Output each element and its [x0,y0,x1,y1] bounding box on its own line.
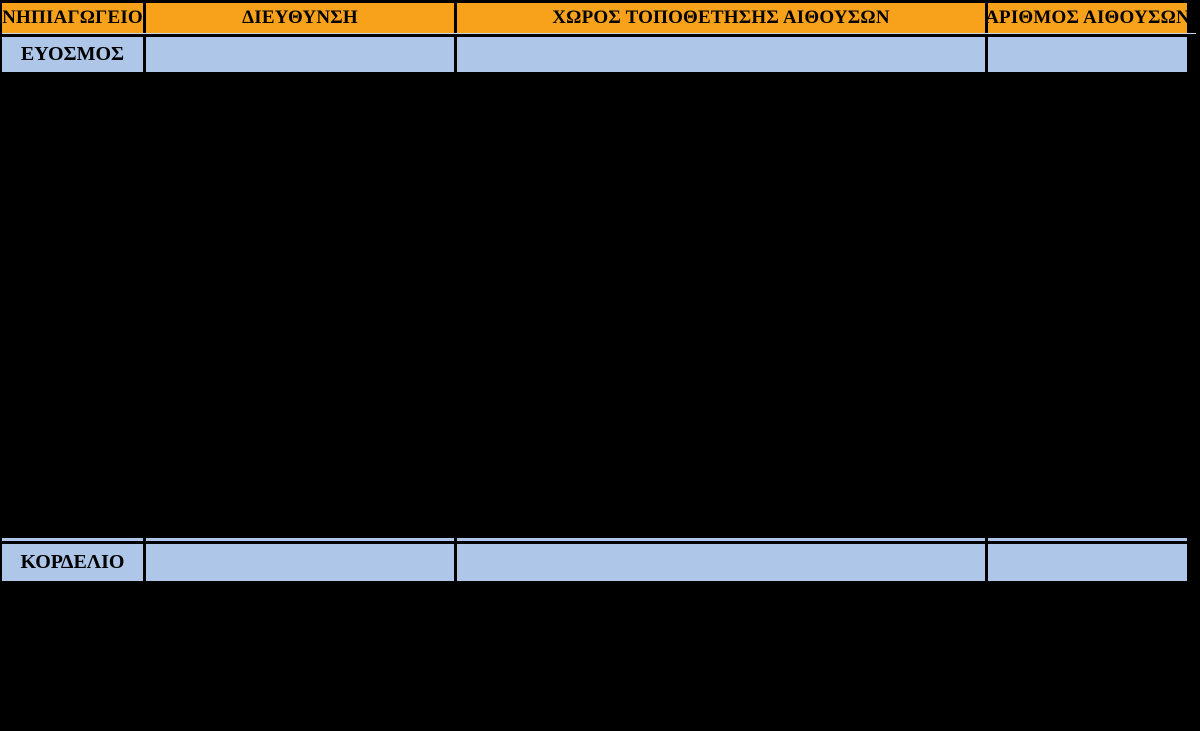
header-cell-address: ΔΙΕΥΘΥΝΣΗ [143,3,454,33]
row-kordelio-cell-placement [454,544,985,581]
partial-strip-cell [985,538,1187,541]
table-row-evosmos: ΕΥΟΣΜΟΣ [0,37,1200,72]
partial-strip-cell [143,538,454,541]
partial-strip-cell [2,538,143,541]
header-cell-classroom-count: ΑΡΙΘΜΟΣ ΑΙΘΟΥΣΩΝ [985,3,1187,33]
row-evosmos-cell-kindergarten: ΕΥΟΣΜΟΣ [2,37,143,72]
row-evosmos-cell-placement [454,37,985,72]
table-header-row: ΝΗΠΙΑΓΩΓΕΙΟ ΔΙΕΥΘΥΝΣΗ ΧΩΡΟΣ ΤΟΠΟΘΕΤΗΣΗΣ … [0,3,1200,33]
partial-row-strip [0,538,1200,541]
row-kordelio-cell-address [143,544,454,581]
table-row-kordelio: ΚΟΡΔΕΛΙΟ [0,544,1200,581]
row-kordelio-cell-kindergarten: ΚΟΡΔΕΛΙΟ [2,544,143,581]
row-kordelio-cell-count [985,544,1187,581]
row-evosmos-cell-count [985,37,1187,72]
header-cell-kindergarten: ΝΗΠΙΑΓΩΓΕΙΟ [2,3,143,33]
partial-strip-cell [454,538,985,541]
row-evosmos-cell-address [143,37,454,72]
header-cell-classroom-placement: ΧΩΡΟΣ ΤΟΠΟΘΕΤΗΣΗΣ ΑΙΘΟΥΣΩΝ [454,3,985,33]
header-underline [2,33,1196,34]
